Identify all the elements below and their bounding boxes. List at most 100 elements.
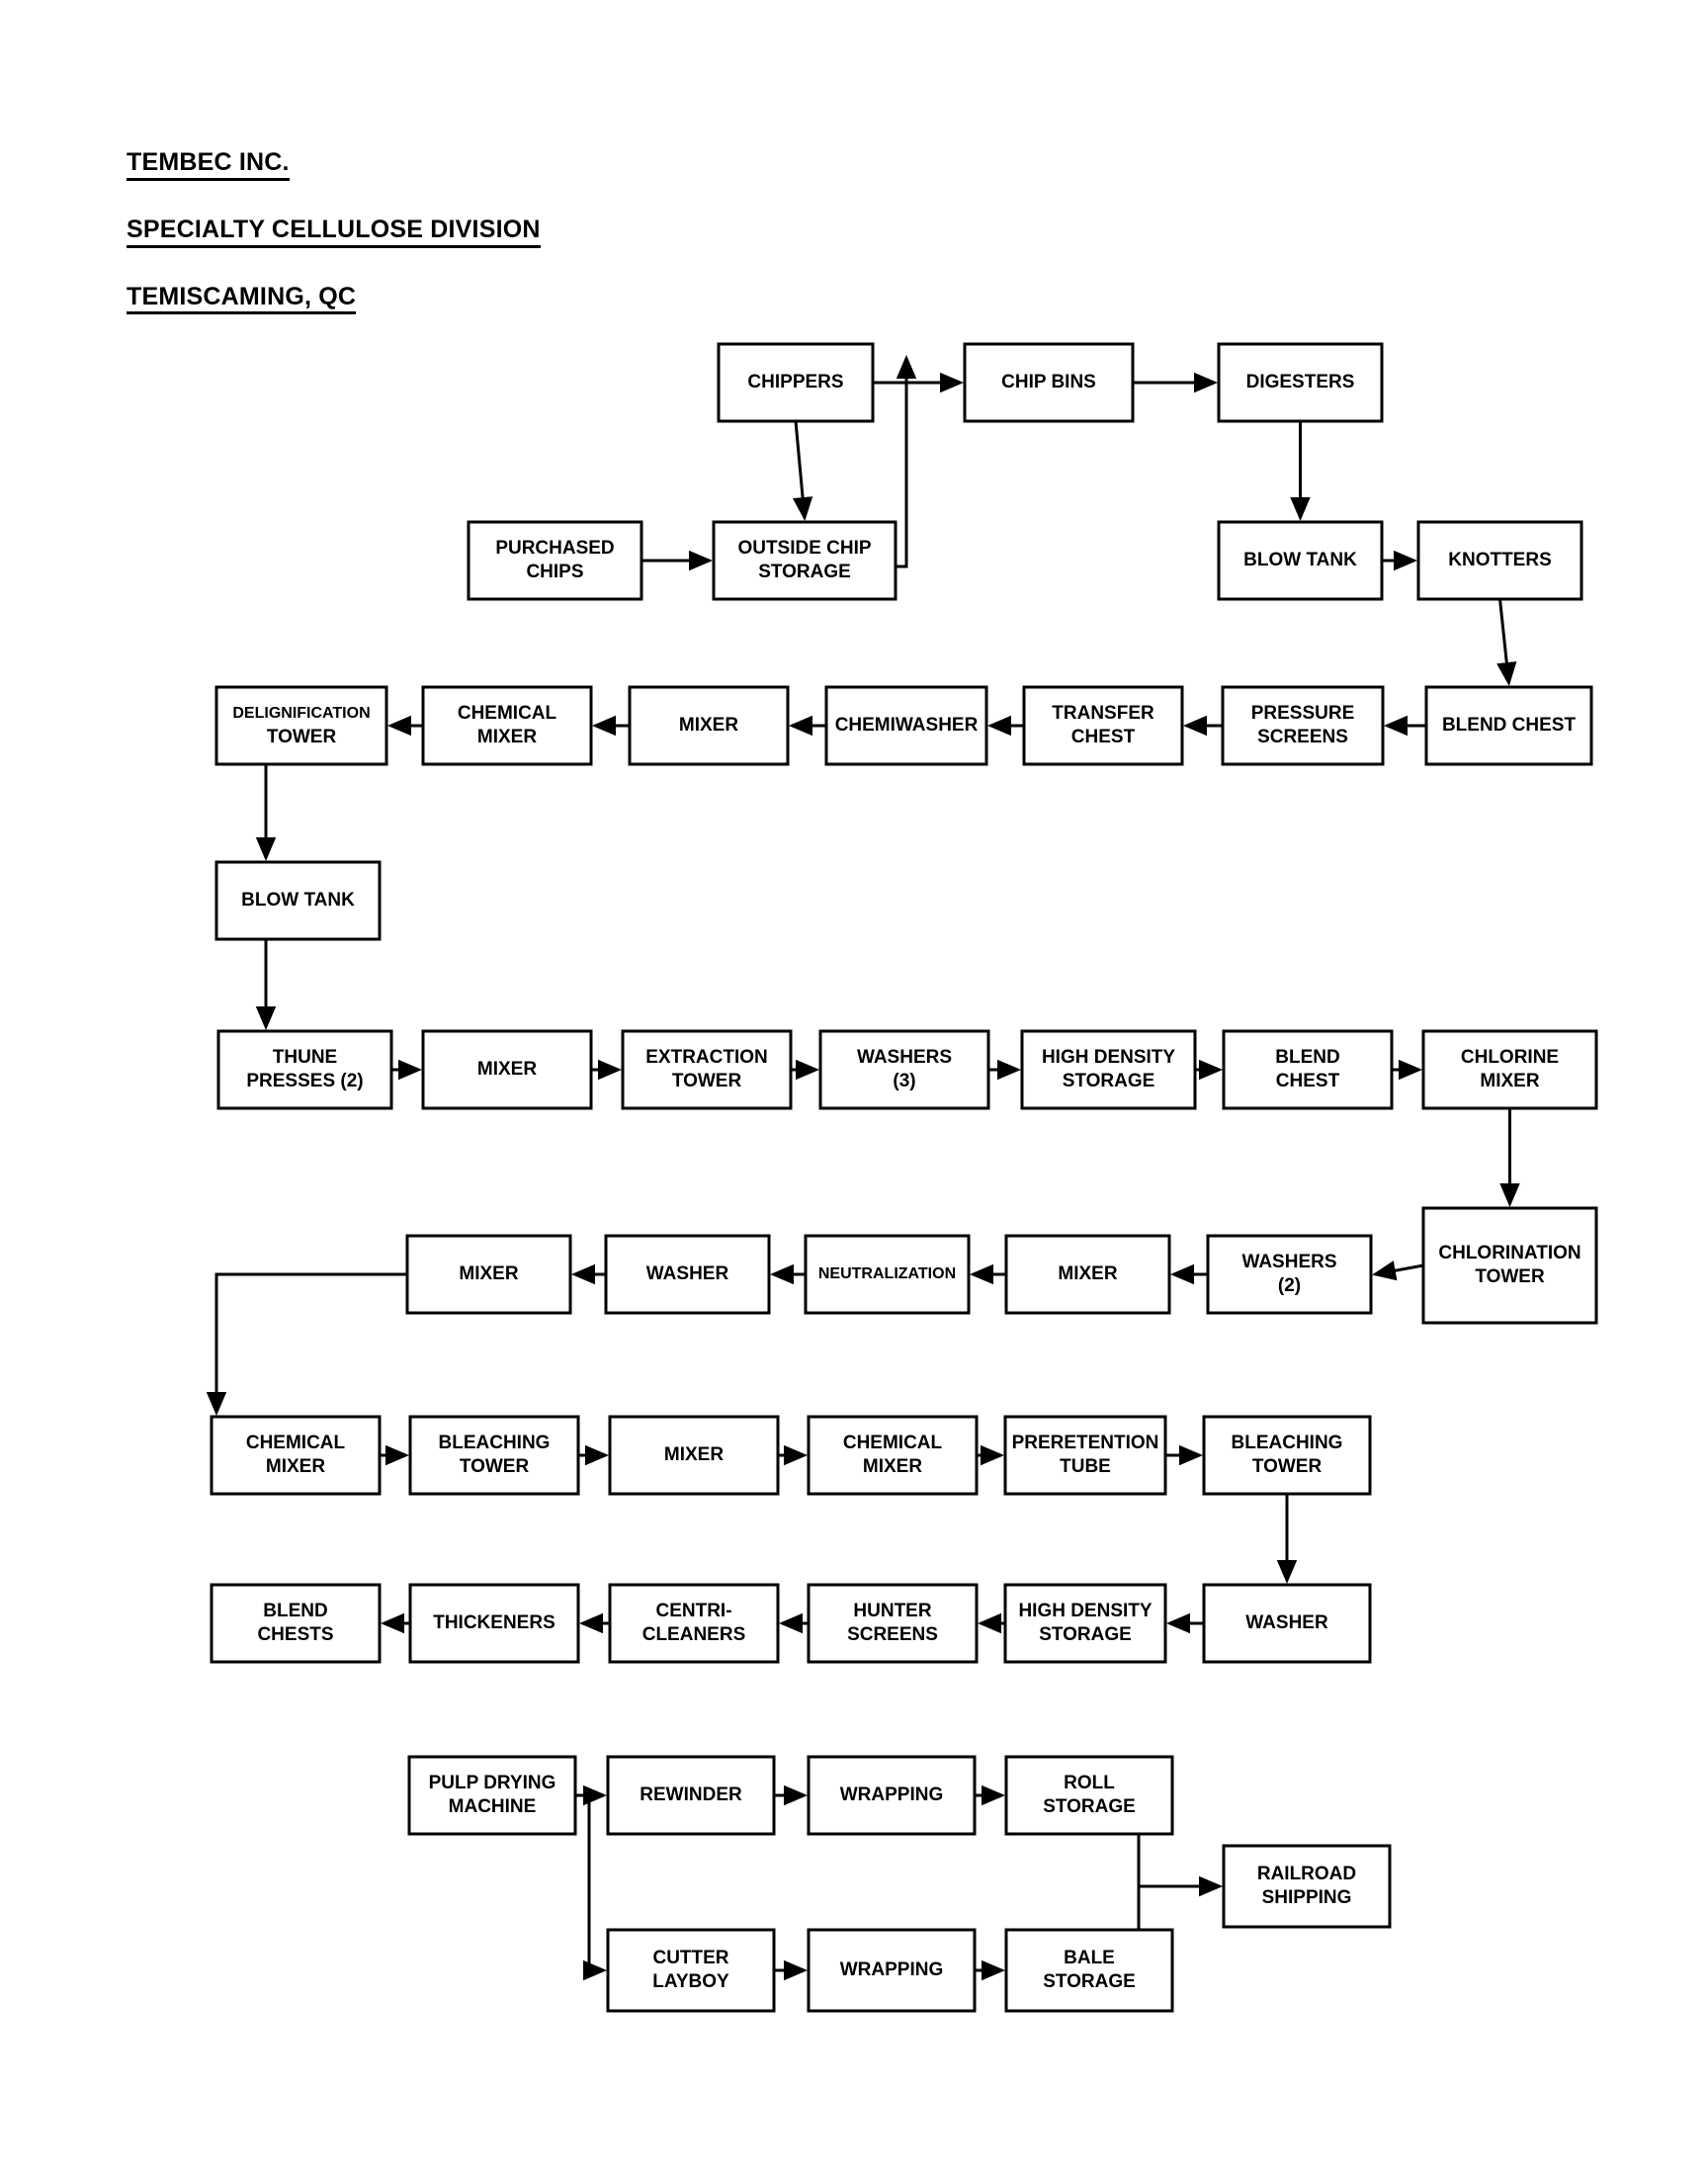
node-label-railroad-shipping: RAILROAD <box>1257 1864 1356 1884</box>
node-chemiwasher[interactable]: CHEMIWASHER <box>824 685 988 766</box>
node-label-pulp-drying-machine: MACHINE <box>449 1796 537 1817</box>
node-label-chippers: CHIPPERS <box>747 372 843 392</box>
node-knotters[interactable]: KNOTTERS <box>1416 520 1583 601</box>
node-washers-3[interactable]: WASHERS(3) <box>818 1029 990 1110</box>
node-box-wrapping-2 <box>807 1928 977 2013</box>
node-label-blow-tank-1: BLOW TANK <box>1243 550 1357 570</box>
node-neutralization[interactable]: NEUTRALIZATION <box>804 1234 971 1315</box>
node-blend-chest-1[interactable]: BLEND CHEST <box>1424 685 1593 766</box>
node-label-chlorination-tower: TOWER <box>1475 1266 1545 1287</box>
node-label-chemical-mixer-2: CHEMICAL <box>246 1433 346 1453</box>
node-washer-2[interactable]: WASHER <box>1202 1583 1372 1664</box>
node-box-chlorine-mixer <box>1421 1029 1598 1110</box>
node-mixer-4[interactable]: MIXER <box>405 1234 572 1315</box>
node-digesters[interactable]: DIGESTERS <box>1217 342 1384 423</box>
node-mixer-2[interactable]: MIXER <box>421 1029 593 1110</box>
node-bale-storage[interactable]: BALE STORAGE <box>1004 1928 1174 2013</box>
node-washer-1[interactable]: WASHER <box>604 1234 771 1315</box>
node-mixer-5[interactable]: MIXER <box>608 1415 780 1496</box>
node-label-bale-storage: BALE <box>1064 1948 1115 1968</box>
node-label-chlorine-mixer: CHLORINE <box>1461 1047 1559 1068</box>
node-box-blend-chest-1 <box>1424 685 1593 766</box>
node-centri-cleaners[interactable]: CENTRI- CLEANERS <box>608 1583 780 1664</box>
node-chlorine-mixer[interactable]: CHLORINE MIXER <box>1421 1029 1598 1110</box>
node-mixer-3[interactable]: MIXER <box>1004 1234 1171 1315</box>
node-box-washer-2 <box>1202 1583 1372 1664</box>
node-mixer-1[interactable]: MIXER <box>628 685 790 766</box>
node-label-chip-bins: CHIP BINS <box>1001 372 1096 392</box>
node-box-wrapping-1 <box>807 1755 977 1836</box>
node-label-cutter-layboy: CUTTER <box>652 1948 728 1968</box>
node-box-bleaching-tower-1 <box>408 1415 580 1496</box>
node-label-high-density-storage-2: HIGH DENSITY <box>1018 1601 1152 1621</box>
node-wrapping-1[interactable]: WRAPPING <box>807 1755 977 1836</box>
node-label-chemical-mixer-1: CHEMICAL <box>458 703 557 724</box>
node-washers-2[interactable]: WASHERS(2) <box>1206 1234 1373 1315</box>
node-box-thickeners <box>408 1583 580 1664</box>
node-label-outside-chip-storage: OUTSIDE CHIP <box>737 538 871 559</box>
node-label-blow-tank-2: BLOW TANK <box>241 890 355 911</box>
node-blow-tank-2[interactable]: BLOW TANK <box>214 860 382 941</box>
node-box-pulp-drying-machine <box>407 1755 577 1836</box>
node-label-chemiwasher: CHEMIWASHER <box>835 715 979 736</box>
node-label-bale-storage: STORAGE <box>1043 1971 1136 1992</box>
node-label-chlorination-tower: CHLORINATION <box>1438 1243 1580 1263</box>
node-box-centri-cleaners <box>608 1583 780 1664</box>
node-label-centri-cleaners: CLEANERS <box>642 1624 746 1645</box>
node-label-pressure-screens: PRESSURE <box>1251 703 1355 724</box>
node-box-blow-tank-2 <box>214 860 382 941</box>
node-label-thune-presses: THUNE <box>273 1047 337 1068</box>
node-box-hunter-screens <box>807 1583 979 1664</box>
node-wrapping-2[interactable]: WRAPPING <box>807 1928 977 2013</box>
node-label-blend-chest-1: BLEND CHEST <box>1442 715 1577 736</box>
edge-layer <box>206 355 1520 1981</box>
node-label-hunter-screens: SCREENS <box>847 1624 938 1645</box>
node-box-chemical-mixer-2 <box>210 1415 382 1496</box>
node-thickeners[interactable]: THICKENERS <box>408 1583 580 1664</box>
node-chippers[interactable]: CHIPPERS <box>717 342 875 423</box>
node-box-blow-tank-1 <box>1217 520 1384 601</box>
node-label-bleaching-tower-1: TOWER <box>460 1456 530 1477</box>
node-chip-bins[interactable]: CHIP BINS <box>963 342 1135 423</box>
node-thune-presses[interactable]: THUNE PRESSES (2) <box>216 1029 393 1110</box>
node-label-transfer-chest: CHEST <box>1071 727 1136 747</box>
node-blow-tank-1[interactable]: BLOW TANK <box>1217 520 1384 601</box>
node-label-blend-chest-2: BLEND <box>1275 1047 1339 1068</box>
node-box-rewinder <box>606 1755 776 1836</box>
node-box-cutter-layboy <box>606 1928 776 2013</box>
node-rewinder[interactable]: REWINDER <box>606 1755 776 1836</box>
node-label-centri-cleaners: CENTRI- <box>655 1601 731 1621</box>
node-chlorination-tower[interactable]: CHLORINATION TOWER <box>1421 1206 1598 1325</box>
node-box-washers-3 <box>818 1029 990 1110</box>
node-box-chemical-mixer-1 <box>421 685 593 766</box>
node-label-chlorine-mixer: MIXER <box>1480 1071 1539 1091</box>
node-label-high-density-storage-1: HIGH DENSITY <box>1042 1047 1175 1068</box>
document-header: TEMBEC INC. SPECIALTY CELLULOSE DIVISION… <box>127 148 818 349</box>
node-label-washers-2: WASHERS <box>1241 1252 1336 1272</box>
node-label-thune-presses: PRESSES (2) <box>246 1071 363 1091</box>
node-label-extraction-tower: TOWER <box>672 1071 742 1091</box>
node-label-preretention-tube: PRERETENTION <box>1012 1433 1159 1453</box>
node-label-neutralization: NEUTRALIZATION <box>818 1265 956 1282</box>
